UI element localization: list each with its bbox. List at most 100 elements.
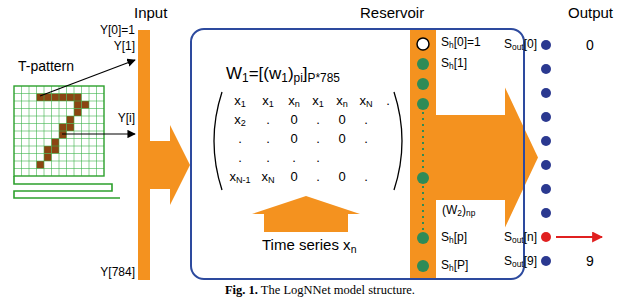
- text-run: h: [449, 263, 454, 273]
- pattern-pixel: [74, 94, 82, 102]
- hidden-neuron: [417, 260, 429, 272]
- text-run: S: [504, 37, 512, 51]
- weight-label: (W2)np: [442, 204, 475, 219]
- text-run: .: [316, 169, 320, 184]
- text-run: x: [234, 112, 241, 127]
- text-run: ]: [303, 64, 308, 83]
- output-neuron: [541, 160, 551, 170]
- output-neurons: [541, 40, 551, 266]
- pattern-pixel: [59, 124, 67, 132]
- text-run: out: [512, 259, 524, 269]
- grid-line: [14, 161, 104, 162]
- output-neuron: [541, 136, 551, 146]
- matrix-entry: .: [238, 151, 242, 166]
- hidden-neuron: [417, 58, 429, 70]
- time-series-arrow: [252, 196, 360, 232]
- text-run: 0: [290, 131, 297, 146]
- text-run: 1: [242, 71, 249, 85]
- text-run: out: [512, 42, 524, 52]
- layer-heading: Output: [568, 4, 613, 21]
- text-run: 0: [338, 131, 345, 146]
- hidden-neuron: [417, 78, 429, 90]
- text-run: 0: [290, 169, 297, 184]
- text-run: S: [441, 230, 449, 244]
- text-run: Output: [568, 4, 613, 21]
- text-run: [9]: [524, 254, 537, 268]
- matrix-entry: 0: [338, 170, 345, 185]
- output-label: Sout[n]: [504, 231, 537, 246]
- t-pattern-grid: [14, 86, 104, 176]
- text-run: n: [351, 243, 357, 255]
- bias-neuron: [417, 38, 429, 50]
- text-run: N: [366, 99, 373, 109]
- matrix-entry: xN: [359, 94, 372, 110]
- neuron-ellipsis: [422, 186, 424, 230]
- text-run: W: [226, 64, 242, 83]
- matrix-entry: 0: [338, 132, 345, 147]
- text-run: [1]: [454, 56, 467, 70]
- text-run: S: [441, 35, 449, 49]
- text-run: Time series x: [262, 236, 351, 253]
- text-run: S: [441, 258, 449, 272]
- output-arrow-body: [436, 88, 525, 228]
- block-arrow: [150, 125, 190, 205]
- hidden-neuron: [417, 172, 429, 184]
- text-run: P*785: [308, 71, 340, 85]
- grid-line: [14, 138, 104, 139]
- pattern-pixel: [52, 139, 60, 147]
- text-run: h: [449, 61, 454, 71]
- text-run: out: [512, 235, 524, 245]
- grid-line: [14, 131, 104, 132]
- text-run: pi: [294, 71, 303, 85]
- text-run: 0: [290, 112, 297, 127]
- matrix-bracket: [214, 92, 222, 190]
- matrix-entry: x1: [262, 94, 274, 110]
- time-series-label: Time series xn: [262, 236, 356, 255]
- matrix-entry: .: [292, 151, 296, 166]
- text-run: 2: [457, 208, 462, 218]
- matrix-entry: x1: [234, 94, 246, 110]
- grid-line: [14, 168, 104, 169]
- output-label: Sout[9]: [504, 255, 537, 270]
- weight-formula: W1=[(w1)pi]P*785: [226, 64, 340, 86]
- text-run: .: [316, 131, 320, 146]
- pattern-pixel: [37, 161, 45, 169]
- class-digit: 9: [586, 253, 594, 269]
- input-index: Y[1]: [114, 40, 135, 54]
- text-run: The LogNNet model structure.: [258, 283, 415, 297]
- text-run: 9: [586, 253, 594, 269]
- matrix-entry: .: [364, 113, 368, 128]
- input-vector: Input: [138, 30, 150, 280]
- text-run: x: [312, 93, 319, 108]
- text-run: x: [262, 93, 269, 108]
- matrix-entry: 0: [338, 113, 345, 128]
- text-run: 0: [338, 169, 345, 184]
- output-neuron: [541, 208, 551, 218]
- pattern-pixel: [74, 109, 82, 117]
- text-run: .: [364, 131, 368, 146]
- matrix-entry: 0: [290, 170, 297, 185]
- neuron-ellipsis: [422, 112, 424, 170]
- text-run: [0]: [524, 37, 537, 51]
- text-run: Fig. 1.: [225, 283, 258, 297]
- matrix-entry: 0: [290, 132, 297, 147]
- text-run: n: [343, 99, 348, 109]
- text-run: ): [288, 64, 294, 83]
- grid-frame: [14, 86, 104, 176]
- pattern-pixel: [52, 146, 60, 154]
- pattern-pixel: [44, 154, 52, 162]
- matrix-entry: .: [266, 132, 270, 147]
- output-neuron: [541, 256, 551, 266]
- text-run: N-1: [236, 175, 251, 185]
- grid-line: [14, 146, 104, 147]
- text-run: .: [316, 112, 320, 127]
- text-run: 0: [338, 112, 345, 127]
- text-run: np: [466, 208, 475, 218]
- text-run: .: [292, 150, 296, 165]
- text-run: S: [504, 230, 512, 244]
- text-run: .: [364, 112, 368, 127]
- pattern-pixel: [44, 146, 52, 154]
- text-run: 1: [281, 71, 288, 85]
- output-neuron: [541, 88, 551, 98]
